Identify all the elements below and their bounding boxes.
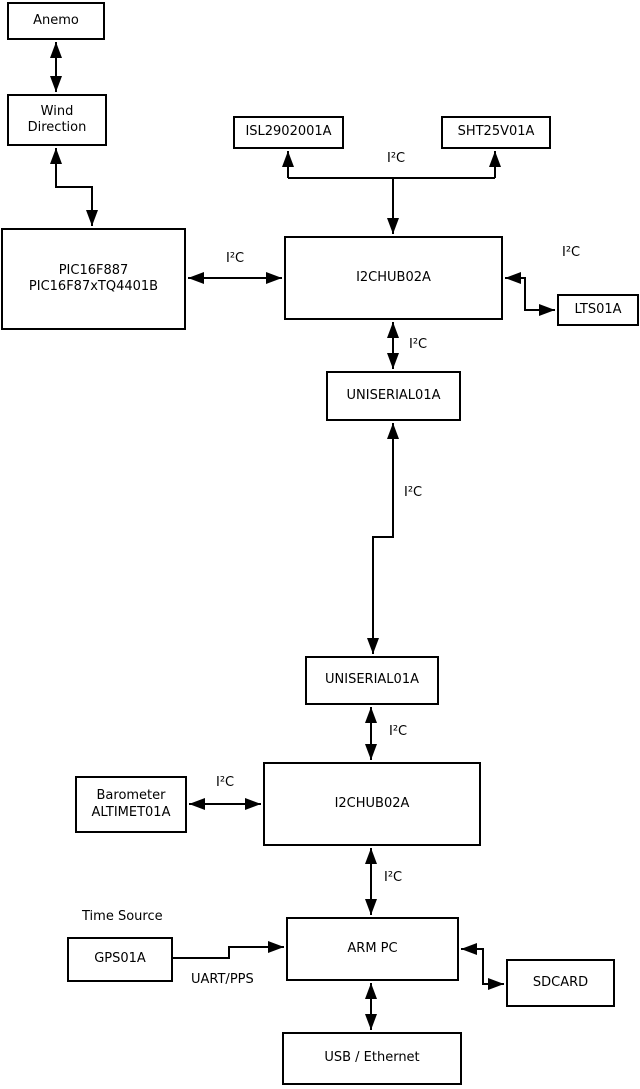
node-wind-direction-label-line1: Wind (40, 103, 74, 119)
node-lts01a: LTS01A (557, 294, 639, 326)
edge-label-i2c-pic-hub1: I²C (226, 251, 245, 266)
node-sht25v01a: SHT25V01A (441, 116, 551, 149)
node-isl2902001a-label: ISL2902001A (245, 124, 332, 140)
edge-label-uart-pps: UART/PPS (191, 972, 254, 987)
node-pic-label-line1: PIC16F887 (58, 262, 129, 278)
node-usb-ethernet-label: USB / Ethernet (324, 1050, 420, 1066)
edge-gps-armpc (173, 941, 284, 959)
node-uniserial01a-top: UNISERIAL01A (326, 371, 461, 421)
edge-label-i2c-uniserial2-hub2: I²C (389, 724, 408, 739)
node-barometer-altimet01a: Barometer ALTIMET01A (75, 776, 187, 833)
edge-wind-pic (50, 148, 98, 226)
node-i2chub02a-top-label: I2CHUB02A (356, 269, 431, 285)
node-i2chub02a-bottom: I2CHUB02A (263, 762, 481, 846)
node-barometer-label-line2: ALTIMET01A (91, 804, 171, 820)
node-pic-label-line2: PIC16F87xTQ4401B (28, 279, 159, 294)
edge-label-i2c-uniserial-link: I²C (404, 485, 423, 500)
node-gps01a-label: GPS01A (94, 951, 146, 967)
node-lts01a-label: LTS01A (574, 301, 622, 317)
node-sdcard-label: SDCARD (532, 974, 589, 990)
node-isl2902001a: ISL2902001A (233, 116, 344, 149)
node-uniserial01a-bottom-label: UNISERIAL01A (325, 672, 419, 688)
edge-armpc-sdcard (461, 943, 504, 990)
node-sht25v01a-label: SHT25V01A (457, 124, 535, 140)
edge-label-time-source: Time Source (82, 909, 163, 924)
edge-uniserial1-uniserial2 (367, 423, 399, 654)
node-pic-microcontroller: PIC16F887 PIC16F87xTQ4401B (1, 228, 186, 330)
edge-label-i2c-barometer-hub2: I²C (216, 775, 235, 790)
node-arm-pc: ARM PC (286, 917, 459, 981)
node-anemometer-label: Anemo (33, 12, 79, 28)
edge-label-i2c-hub1-uniserial1: I²C (409, 337, 428, 352)
node-uniserial01a-top-label: UNISERIAL01A (346, 387, 441, 403)
edge-hub1-lts (505, 272, 555, 316)
node-sdcard: SDCARD (506, 959, 615, 1007)
node-wind-direction: Wind Direction (7, 94, 107, 146)
node-usb-ethernet: USB / Ethernet (282, 1032, 462, 1085)
node-uniserial01a-bottom: UNISERIAL01A (305, 656, 439, 705)
node-arm-pc-label: ARM PC (347, 940, 398, 956)
edge-label-i2c-hub2-armpc: I²C (384, 870, 403, 885)
node-gps01a: GPS01A (67, 937, 173, 982)
node-barometer-label-line1: Barometer (96, 788, 166, 804)
node-i2chub02a-bottom-label: I2CHUB02A (334, 795, 410, 811)
node-anemometer: Anemo (7, 2, 105, 40)
node-i2chub02a-top: I2CHUB02A (284, 236, 503, 320)
node-wind-direction-label-line2: Direction (27, 120, 87, 135)
edge-label-i2c-hub1-lts: I²C (562, 245, 581, 260)
edge-label-i2c-sensor-bus: I²C (387, 151, 406, 166)
